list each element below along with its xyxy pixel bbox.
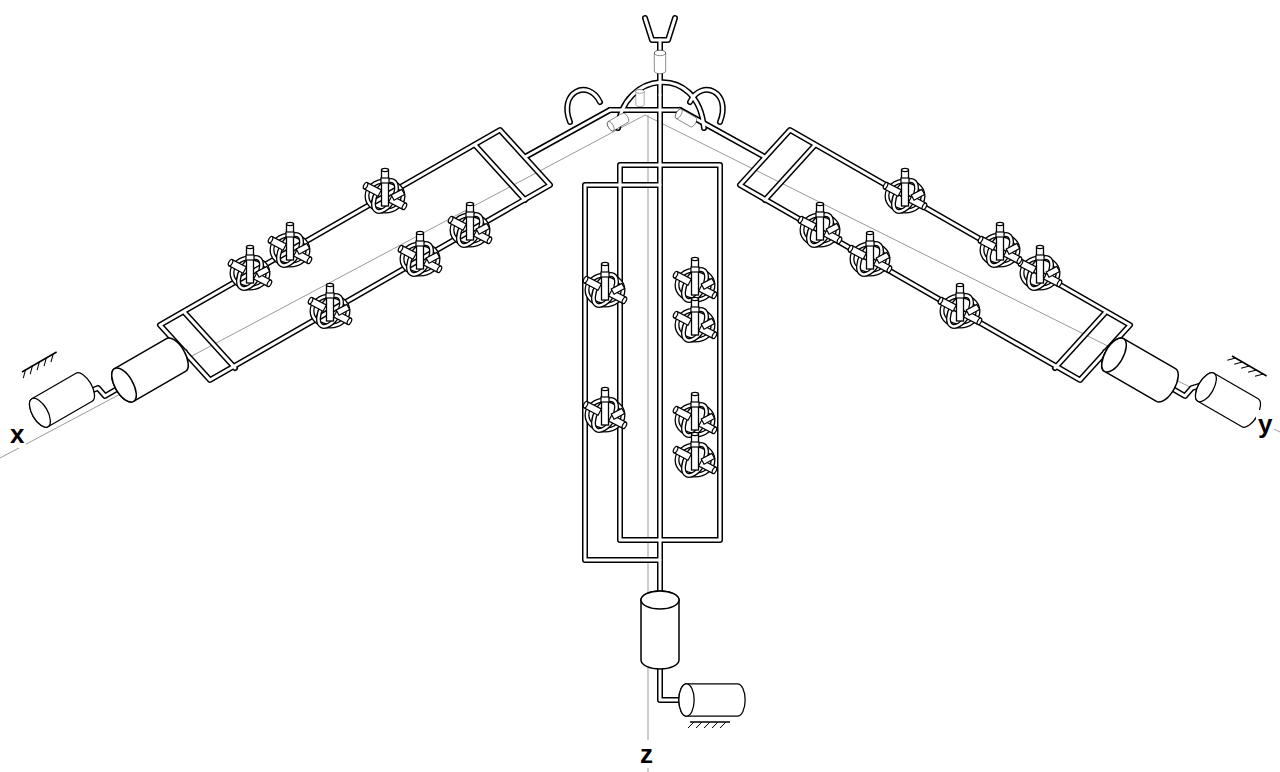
gimbal-clusters <box>227 168 1062 479</box>
axis-label: z <box>638 740 655 768</box>
axis-label: x <box>8 420 26 448</box>
axis-label: y <box>1256 410 1274 438</box>
hub-fittings <box>606 50 698 132</box>
axis-lines <box>0 115 1280 772</box>
drive-motors <box>20 334 1266 728</box>
